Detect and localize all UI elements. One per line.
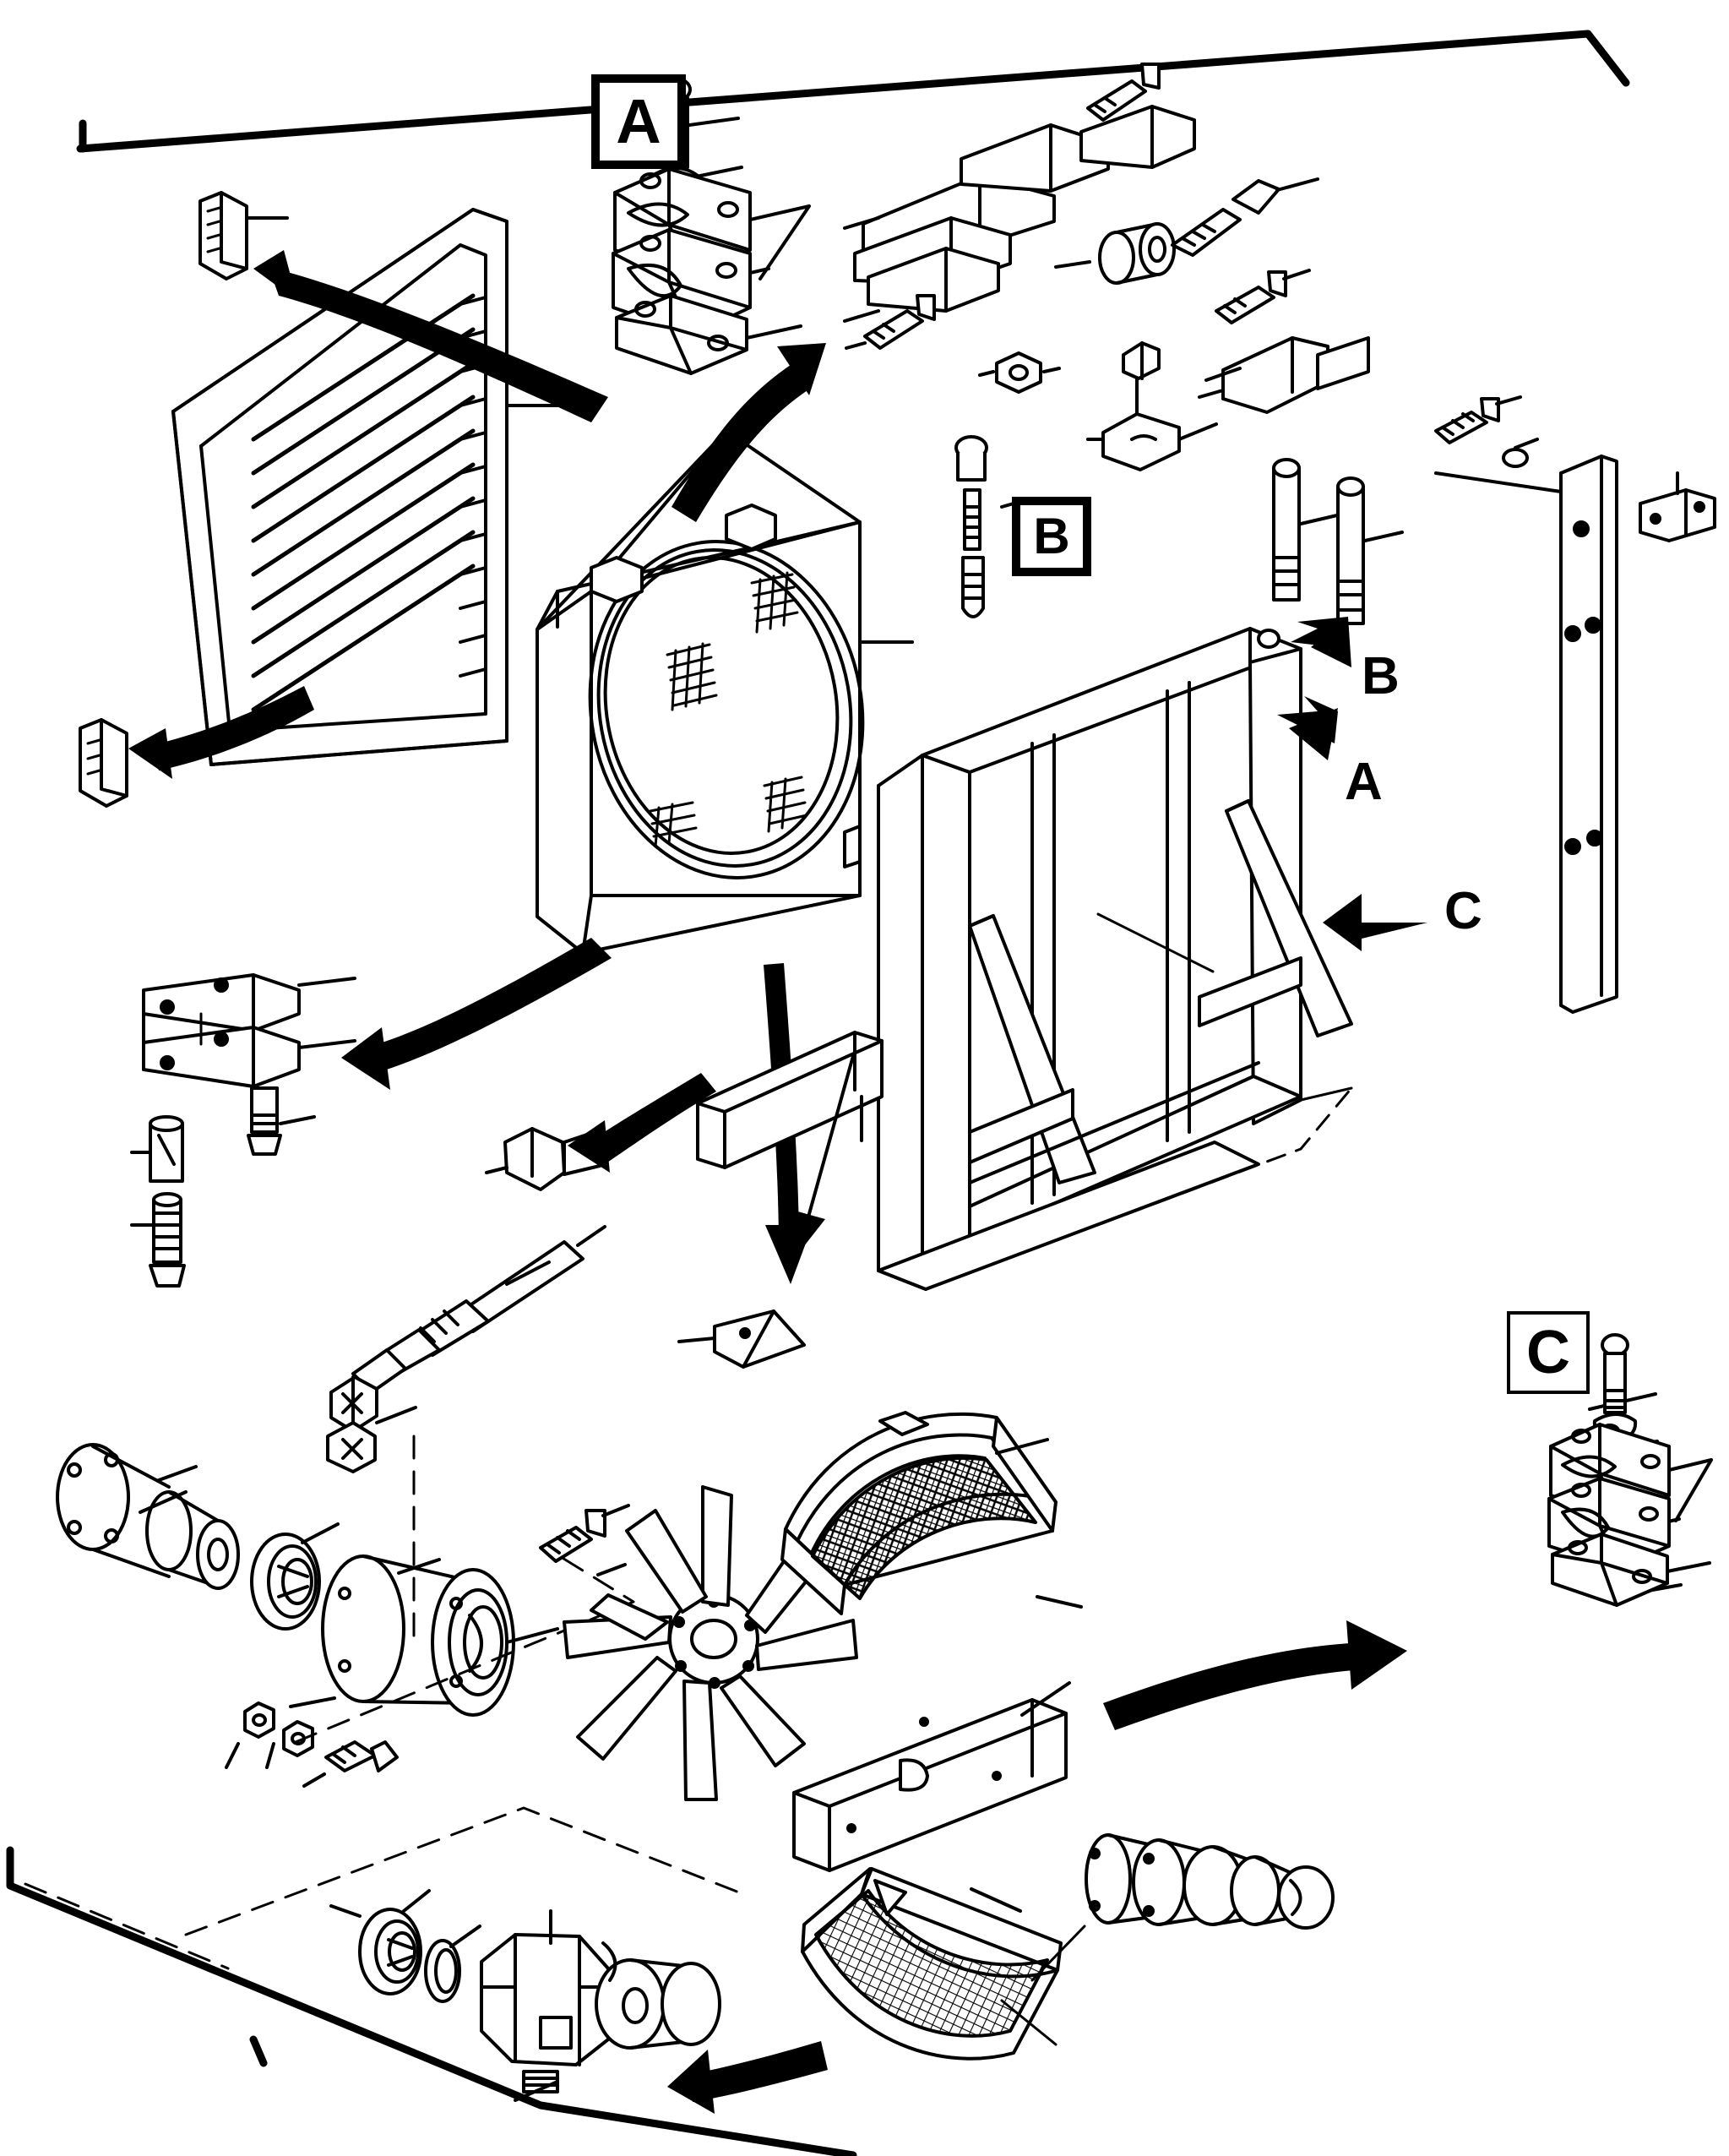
vertical-mount-plate (1434, 455, 1618, 1014)
grille-hinge-upper (198, 191, 289, 280)
arrow-label-a: A (1345, 753, 1383, 811)
bolt-mid (845, 294, 936, 350)
detail-box-b: B (1012, 497, 1091, 576)
mount-clamp-assembly-a (612, 167, 811, 375)
fan-drive-shaft (56, 1443, 240, 1590)
bolt-upper-small (1086, 63, 1161, 122)
seal-ring (424, 1925, 481, 2003)
guard-rail-lower (792, 1681, 1071, 1872)
mount-bolt-left-1 (247, 1086, 316, 1156)
hydraulic-fitting-elbow (326, 1375, 417, 1473)
arrow-label-b: B (1362, 647, 1400, 705)
bearing-front (250, 1522, 340, 1631)
detail-box-a: A (591, 74, 686, 169)
detail-box-a-label: A (616, 86, 661, 156)
universal-joint (1030, 1833, 1335, 1982)
assembly-arrow-radiator (341, 938, 612, 1090)
detail-box-c-label: C (1526, 1319, 1570, 1386)
page-border (6, 30, 1630, 2156)
detail-box-c: C (1507, 1311, 1590, 1394)
pointer-arrow-a (1277, 696, 1338, 760)
channel-bracket-right (1639, 471, 1716, 542)
assembly-arrow-shroud-up (671, 343, 826, 522)
mount-bolt-left-2 (130, 1192, 186, 1288)
bolt-stay-right (1215, 269, 1311, 324)
long-bolt-top (1171, 177, 1319, 257)
radiator-core (536, 429, 914, 955)
b-detail-bolt (954, 435, 1027, 618)
rubber-mount-pad (1086, 341, 1218, 471)
support-brackets-top (843, 105, 1196, 323)
pointer-arrow-c (1323, 894, 1427, 951)
grille-hinge-lower (79, 718, 128, 808)
pump-housing (480, 1909, 721, 2102)
nuts-washers-shaft (225, 1701, 399, 1788)
mount-clamp-assembly-c (1547, 1423, 1713, 1607)
fan-guard-upper (780, 1411, 1058, 1615)
bearing-housing (289, 1554, 559, 1717)
fan-mount-bolt (539, 1504, 630, 1576)
plate-bolt-top (1434, 395, 1539, 468)
assembly-arrow-grille (253, 250, 608, 422)
fan-guard-lower (801, 1867, 1063, 2061)
radiator-grille-panel (171, 208, 559, 766)
mount-spacer-left (130, 1115, 184, 1183)
radiator-support-frame (851, 627, 1353, 1291)
frame-cross-member (696, 1031, 884, 1169)
assembly-arrow-lower-left (128, 686, 314, 779)
arrow-label-c: C (1444, 882, 1482, 940)
leader-arrow-wedge (792, 1054, 855, 1254)
frame-eye-b (1257, 629, 1280, 649)
datum-lines (24, 1435, 745, 1970)
mount-plate-pair-left (142, 973, 356, 1088)
assembly-arrow-guard-right (1103, 1620, 1407, 1730)
pointer-arrow-b (1291, 617, 1351, 667)
long-bolt-pair (1272, 458, 1404, 625)
spacer-sleeve (1054, 222, 1176, 285)
nuts-and-washers (978, 351, 1061, 394)
assembly-arrow-lower-left-bottom (667, 2041, 828, 2114)
hydraulic-hose (351, 1225, 606, 1394)
stay-bracket-right (1198, 336, 1370, 414)
bearing-rear (329, 1889, 431, 1995)
wedge-bracket (677, 1309, 806, 1369)
assembly-arrow-hose (568, 1073, 716, 1173)
detail-box-b-label: B (1033, 508, 1070, 564)
